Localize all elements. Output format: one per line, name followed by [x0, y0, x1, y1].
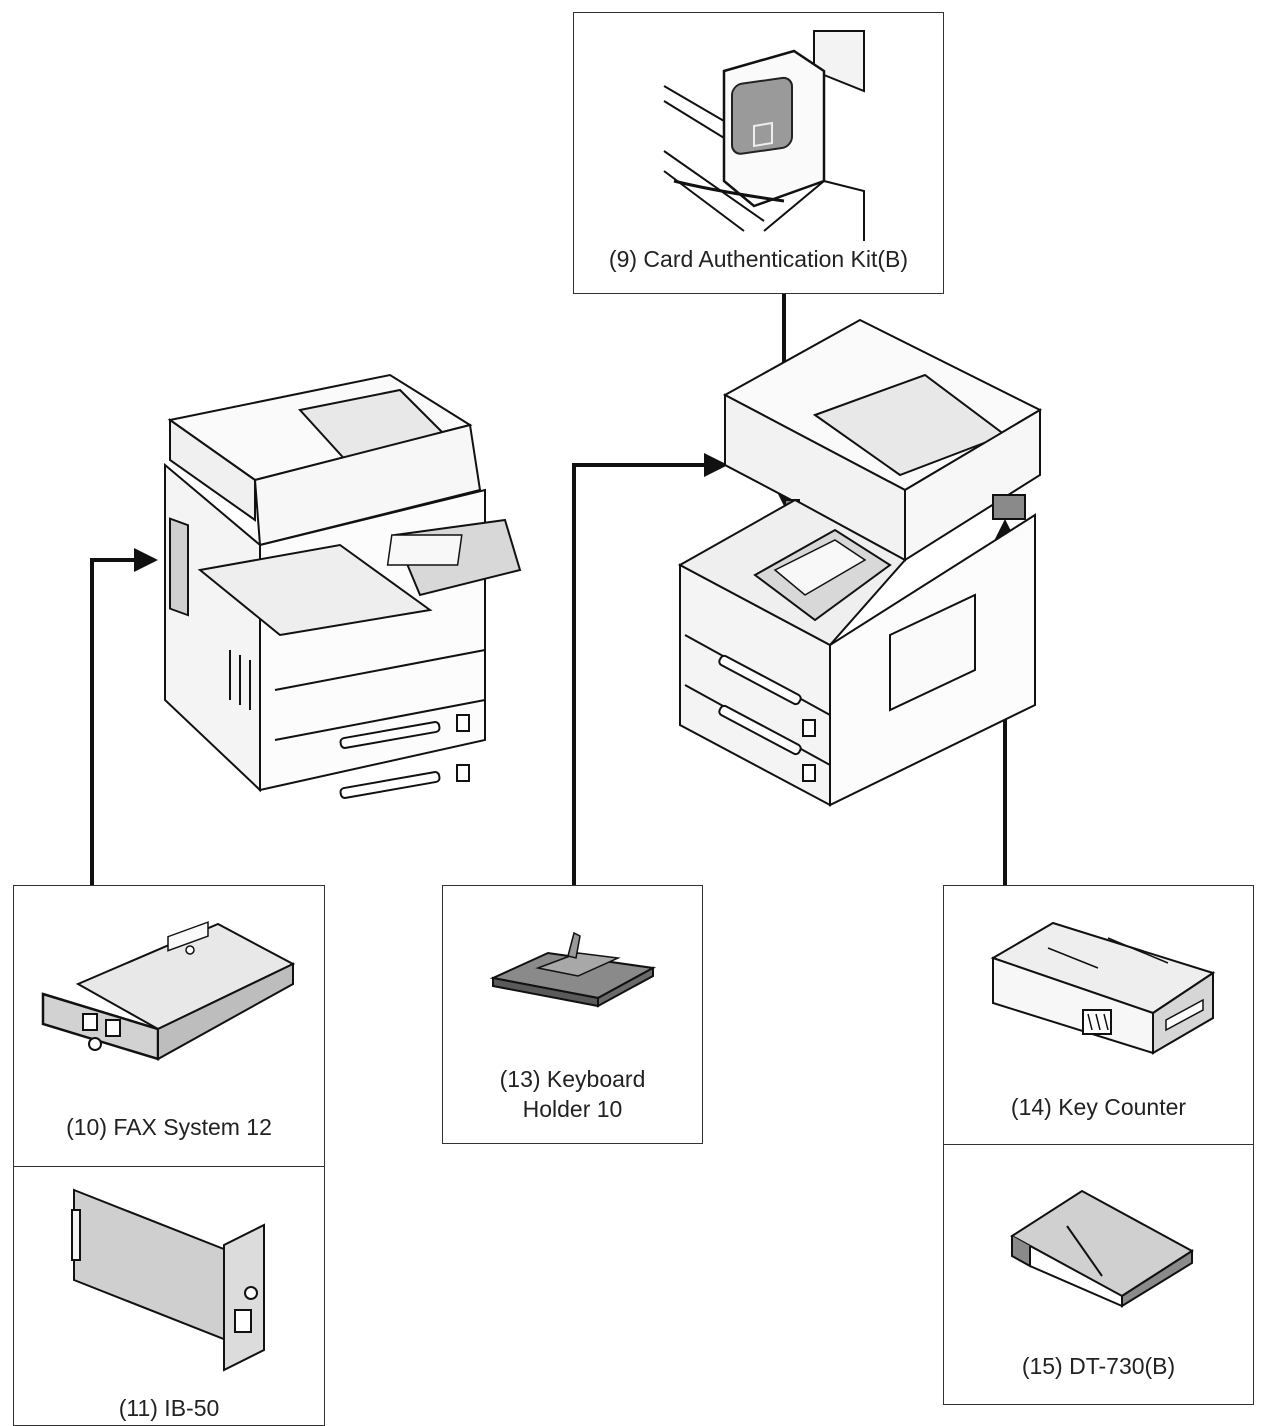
card-reader-closeup-illustration [663, 30, 865, 241]
option-label-ib50: (11) IB-50 [118, 1395, 220, 1421]
option-box-card-auth: (9) Card Authentication Kit(B) [573, 12, 944, 294]
printer-left-illustration [164, 373, 522, 799]
option-box-fax: (10) FAX System 12 [13, 885, 325, 1167]
option-box-ib50: (11) IB-50 [13, 1166, 325, 1426]
option-box-key-counter: (14) Key Counter [943, 885, 1254, 1145]
ib50-board-illustration [71, 1188, 265, 1372]
option-box-keyboard-holder: (13) Keyboard Holder 10 [442, 885, 703, 1144]
option-label-dt730: (15) DT-730(B) [1021, 1353, 1176, 1379]
fax-board-illustration [41, 921, 296, 1061]
option-box-dt730: (15) DT-730(B) [943, 1144, 1254, 1405]
option-label-keyboard-holder-line1: (13) Keyboard [499, 1066, 646, 1092]
keyboard-holder-illustration [489, 931, 657, 1008]
option-label-fax: (10) FAX System 12 [66, 1114, 272, 1140]
option-label-card-auth: (9) Card Authentication Kit(B) [608, 246, 909, 272]
dt730-illustration [1010, 1189, 1194, 1308]
key-counter-illustration [990, 921, 1216, 1055]
option-label-keyboard-holder-line2: Holder 10 [522, 1096, 623, 1122]
arrow-keyboard-holder [572, 453, 728, 885]
option-label-key-counter: (14) Key Counter [1010, 1094, 1187, 1120]
arrow-fax [90, 548, 158, 885]
printer-right-illustration [677, 318, 1043, 807]
